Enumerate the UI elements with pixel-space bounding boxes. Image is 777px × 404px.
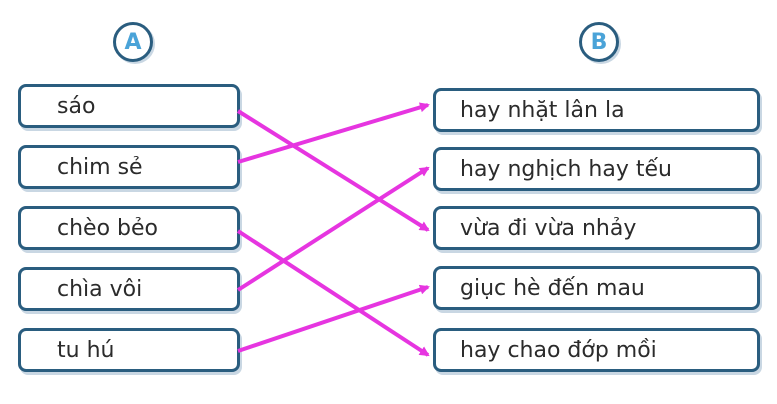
item-a-4[interactable]: chìa vôi [18, 267, 240, 311]
match-line-chia-voi [236, 166, 430, 292]
item-b-5-text: hay chao đớp mồi [460, 337, 657, 363]
match-line-sao [236, 109, 430, 232]
item-a-4-text: chìa vôi [57, 276, 143, 302]
item-b-2-text: hay nghịch hay tếu [460, 156, 672, 182]
column-a-label: A [124, 29, 142, 55]
item-b-5[interactable]: hay chao đớp mồi [433, 328, 760, 372]
item-b-1-text: hay nhặt lân la [460, 97, 625, 123]
column-b-badge: B [579, 22, 619, 62]
item-a-1-text: sáo [57, 93, 96, 119]
column-b-label: B [590, 29, 608, 55]
item-b-3[interactable]: vừa đi vừa nhảy [433, 206, 760, 250]
item-b-2[interactable]: hay nghịch hay tếu [433, 147, 760, 191]
item-a-2-text: chim sẻ [57, 154, 143, 180]
match-line-cheo-beo [236, 229, 430, 357]
item-b-3-text: vừa đi vừa nhảy [460, 215, 637, 241]
match-line-chim-se [237, 102, 430, 164]
item-a-5-text: tu hú [57, 337, 115, 363]
item-b-4-text: giục hè đến mau [460, 275, 645, 301]
match-line-tu-hu [237, 284, 430, 353]
item-a-3-text: chèo bẻo [57, 215, 158, 241]
item-a-1[interactable]: sáo [18, 84, 240, 128]
item-b-1[interactable]: hay nhặt lân la [433, 88, 760, 132]
item-b-4[interactable]: giục hè đến mau [433, 266, 760, 310]
item-a-2[interactable]: chim sẻ [18, 145, 240, 189]
item-a-3[interactable]: chèo bẻo [18, 206, 240, 250]
column-a-badge: A [113, 22, 153, 62]
